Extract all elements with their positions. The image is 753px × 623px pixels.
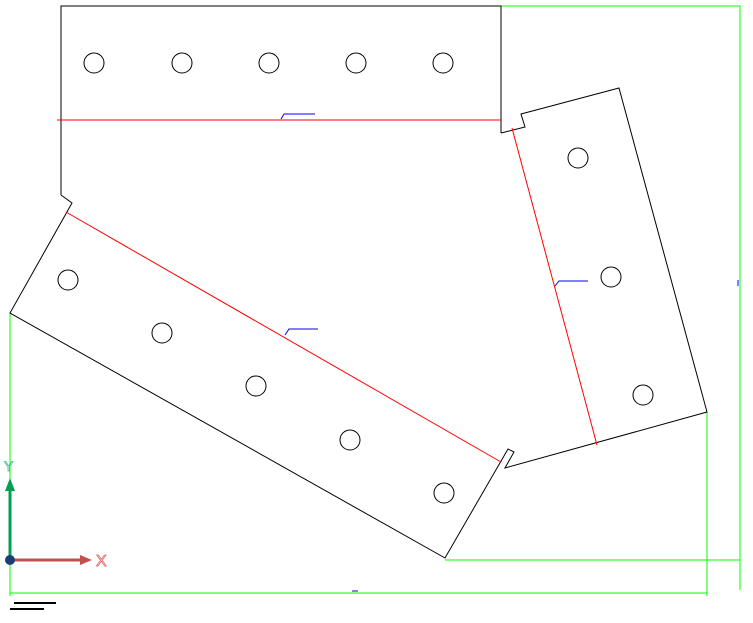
ucs-icon: X Y bbox=[4, 458, 108, 571]
holes bbox=[57, 52, 654, 504]
hole[interactable] bbox=[567, 147, 589, 169]
hole[interactable] bbox=[632, 384, 654, 406]
ucs-x-arrow-icon bbox=[80, 555, 92, 565]
status-text bbox=[10, 602, 56, 610]
dimension-lines bbox=[9, 5, 741, 596]
top-panel-label bbox=[280, 113, 315, 120]
hole[interactable] bbox=[245, 375, 267, 397]
right-panel-outline[interactable] bbox=[9, 87, 708, 559]
status-line-1 bbox=[14, 602, 56, 604]
ucs-x-label: X bbox=[96, 553, 107, 570]
annotation-leaders bbox=[280, 113, 739, 592]
status-line-2 bbox=[10, 608, 44, 610]
hole[interactable] bbox=[83, 52, 105, 74]
hole[interactable] bbox=[151, 322, 173, 344]
hole[interactable] bbox=[600, 266, 622, 288]
hole[interactable] bbox=[433, 482, 455, 504]
ucs-origin-icon bbox=[5, 555, 15, 565]
hole[interactable] bbox=[345, 52, 367, 74]
hole[interactable] bbox=[171, 52, 193, 74]
right-panel-centerline bbox=[511, 127, 598, 446]
centerlines bbox=[57, 119, 598, 463]
left-panel-label bbox=[284, 328, 318, 336]
hole[interactable] bbox=[432, 52, 454, 74]
panel-outlines bbox=[9, 5, 708, 559]
left-panel-centerline bbox=[65, 211, 502, 463]
hole[interactable] bbox=[258, 52, 280, 74]
extents-frame bbox=[501, 5, 741, 590]
right-panel-label bbox=[554, 280, 588, 287]
hole[interactable] bbox=[339, 429, 361, 451]
top-panel-outline[interactable] bbox=[60, 5, 502, 195]
hole[interactable] bbox=[57, 269, 79, 291]
ucs-y-label: Y bbox=[4, 458, 14, 474]
ucs-y-arrow-icon bbox=[5, 478, 15, 491]
